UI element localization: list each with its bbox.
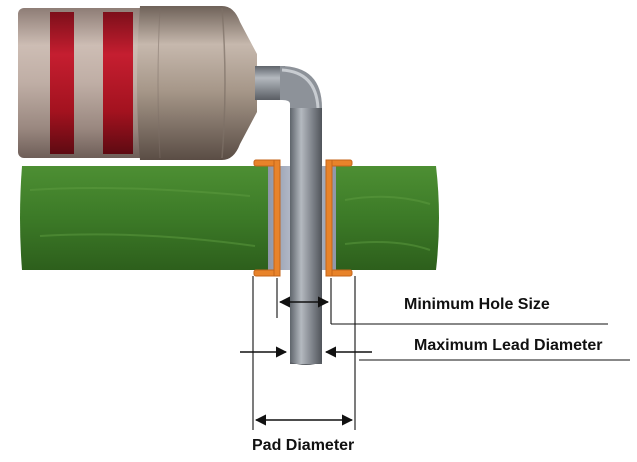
resistor-body — [18, 6, 257, 160]
resistor-band — [103, 12, 133, 154]
dimension-lines — [252, 276, 630, 430]
minimum-hole-size-label: Minimum Hole Size — [404, 296, 550, 313]
pad-diameter-label: Pad Diameter — [252, 437, 355, 454]
maximum-lead-diameter-label: Maximum Lead Diameter — [414, 337, 603, 354]
component-lead — [255, 66, 322, 365]
pcb-board — [20, 166, 439, 270]
resistor-band — [50, 12, 74, 154]
dimension-arrows — [240, 296, 372, 426]
copper-pad — [253, 159, 353, 277]
